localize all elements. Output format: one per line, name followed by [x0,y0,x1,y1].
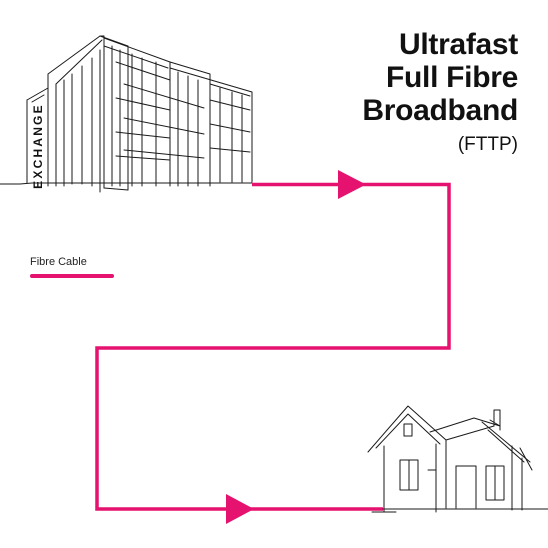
flow-arrow-icon [338,170,366,199]
fibre-cable-path [95,170,451,524]
title-line: Ultrafast [399,28,518,61]
exchange-label: EXCHANGE [31,103,45,189]
exchange-building-icon [0,35,253,193]
flow-arrow-icon [226,494,254,524]
title-line: Broadband [362,94,518,127]
house-icon [367,405,548,513]
title-block: Ultrafast Full Fibre Broadband (FTTP) [362,28,518,157]
legend-swatch [30,274,114,278]
legend-label: Fibre Cable [30,256,87,268]
title-subtitle: (FTTP) [457,134,518,155]
legend: Fibre Cable [30,256,120,278]
title-line: Full Fibre [385,61,518,94]
